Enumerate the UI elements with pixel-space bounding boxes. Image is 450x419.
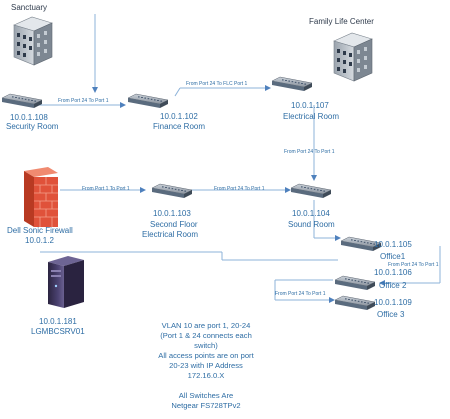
firewall-ip: 10.0.1.2: [25, 236, 54, 245]
office1-ip: 10.0.1.105: [374, 240, 412, 249]
server-name: LGMBCSRV01: [31, 327, 85, 336]
office3-ip: 10.0.1.109: [374, 298, 412, 307]
switch-icon: [334, 295, 376, 310]
vlan-note-line: VLAN 10 are port 1, 20-24: [161, 321, 251, 330]
second-floor-ip: 10.0.1.103: [153, 209, 191, 218]
vlan-note-line: 172.16.0.X: [187, 371, 225, 380]
vlan-note-line: 20-23 with IP Address: [169, 361, 243, 370]
switches-note: All Switches Are Netgear FS728TPv2: [140, 391, 272, 411]
connection-label: From Port 1 To Port 1: [82, 186, 130, 192]
firewall-name: Dell Sonic Firewall: [7, 226, 73, 235]
vlan-note-line: switch): [194, 341, 218, 350]
switch-icon: [127, 93, 169, 108]
connection-label: From Port 24 To FLC Port 1: [186, 81, 248, 87]
vlan-note: VLAN 10 are port 1, 20-24 (Port 1 & 24 c…: [140, 321, 272, 381]
server-ip: 10.0.1.181: [39, 317, 77, 326]
switch-icon: [340, 236, 382, 251]
firewall-icon: [24, 167, 58, 227]
vlan-note-line: (Port 1 & 24 connects each: [160, 331, 252, 340]
sanctuary-label: Sanctuary: [11, 3, 48, 12]
finance-room-name: Finance Room: [153, 122, 206, 131]
office3-name: Office 3: [377, 310, 405, 319]
security-room-ip: 10.0.1.108: [10, 113, 48, 122]
family-life-center-label: Family Life Center: [309, 17, 374, 26]
electrical-room-ip: 10.0.1.107: [291, 101, 329, 110]
connection-label: From Port 24 To Port 1: [58, 98, 109, 104]
office2-ip: 10.0.1.106: [374, 268, 412, 277]
building-icon: [13, 16, 53, 66]
switches-note-line: All Switches Are: [178, 391, 234, 400]
electrical-room-name: Electrical Room: [283, 112, 340, 121]
server-icon: [48, 256, 84, 308]
switch-icon: [290, 183, 332, 198]
switch-icon: [271, 76, 313, 91]
sound-room-name: Sound Room: [288, 220, 335, 229]
security-room-name: Security Room: [6, 122, 59, 131]
connection-lines: [38, 14, 441, 303]
second-floor-name-line2: Electrical Room: [142, 230, 199, 239]
switch-icon: [334, 275, 376, 290]
connection-label: From Port 24 To Port 1: [284, 149, 335, 155]
vlan-note-line: All access points are on port: [158, 351, 254, 360]
connection-label: From Port 24 To Port 1: [275, 291, 326, 297]
connection-label: From Port 24 To Port 1: [388, 262, 439, 268]
connection-label: From Port 24 To Port 1: [214, 186, 265, 192]
second-floor-name-line1: Second Floor: [150, 220, 198, 229]
switch-icon: [1, 93, 43, 108]
finance-room-ip: 10.0.1.102: [160, 112, 198, 121]
switches-note-line: Netgear FS728TPv2: [171, 401, 241, 410]
sound-room-ip: 10.0.1.104: [292, 209, 330, 218]
switch-icon: [151, 183, 193, 198]
office1-name: Office1: [380, 252, 406, 261]
building-icon: [333, 32, 373, 82]
office2-name: Office 2: [379, 281, 407, 290]
